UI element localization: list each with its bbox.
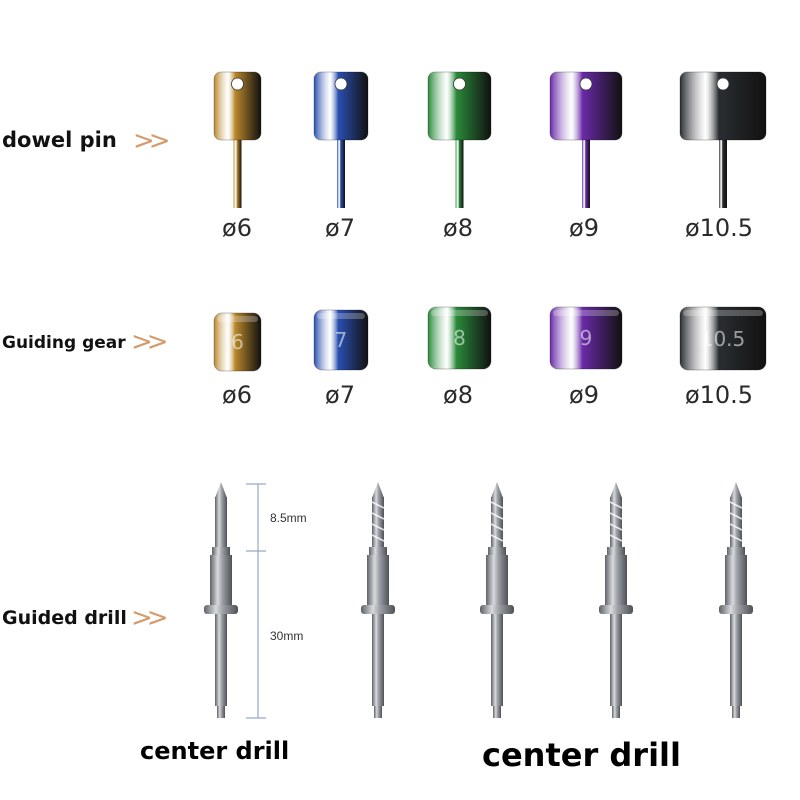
gear-number-badge: 7 (314, 310, 368, 370)
dowel-pin-chevron-icon: >> (133, 126, 170, 156)
dimension-lower-label: 30mm (270, 629, 304, 643)
caption-center-drill-right: center drill (482, 736, 681, 774)
gear-number: 8 (453, 326, 466, 350)
guiding-gear-chevron-icon: >> (131, 327, 168, 357)
guided-drill (204, 482, 238, 718)
gear-number: 7 (334, 328, 348, 352)
guided-drill-chevron-icon: >> (131, 603, 168, 633)
dowel-pin-diameter: ø7 (325, 214, 355, 242)
guiding-gear-diameter: ø6 (222, 381, 252, 409)
guiding-gear-label: Guiding gear (2, 333, 126, 353)
guiding-gear-diameter: ø9 (569, 381, 599, 409)
guiding-gear (679, 306, 767, 371)
dowel-pin-diameter: ø6 (222, 214, 252, 242)
guided-drill-label: Guided drill (2, 607, 127, 629)
dowel-pin-diameter: ø8 (443, 214, 473, 242)
guiding-gear-diameter: ø8 (443, 381, 473, 409)
dowel-pin (213, 71, 262, 208)
dowel-pin (313, 71, 369, 208)
gear-number: 6 (231, 330, 244, 354)
gear-number-badge: 8 (428, 307, 491, 369)
gear-number: 10.5 (700, 326, 746, 351)
dowel-pin-diameter: ø9 (569, 214, 599, 242)
guided-drill (361, 482, 395, 718)
guided-drill (719, 482, 753, 718)
dowel-pin (679, 71, 767, 208)
guided-drill (599, 482, 633, 718)
guided-drill (480, 482, 514, 718)
gear-number: 9 (579, 326, 593, 350)
dowel-pin-diameter: ø10.5 (684, 214, 754, 242)
guiding-gear (427, 306, 492, 370)
dimension-upper-label: 8.5mm (270, 511, 307, 525)
guiding-gear (549, 306, 623, 370)
guiding-gear (213, 312, 262, 372)
dowel-pin (427, 71, 492, 208)
guiding-gear-diameter: ø7 (325, 381, 355, 409)
dimension-bracket (246, 483, 266, 719)
dowel-pin-label: dowel pin (2, 128, 117, 152)
dowel-pin (549, 71, 623, 208)
gear-number-badge: 10.5 (680, 307, 766, 370)
gear-number-badge: 6 (214, 313, 261, 371)
caption-center-drill-left: center drill (140, 737, 290, 765)
guiding-gear-diameter: ø10.5 (684, 381, 754, 409)
gear-number-badge: 9 (550, 307, 622, 369)
guiding-gear (313, 309, 369, 371)
